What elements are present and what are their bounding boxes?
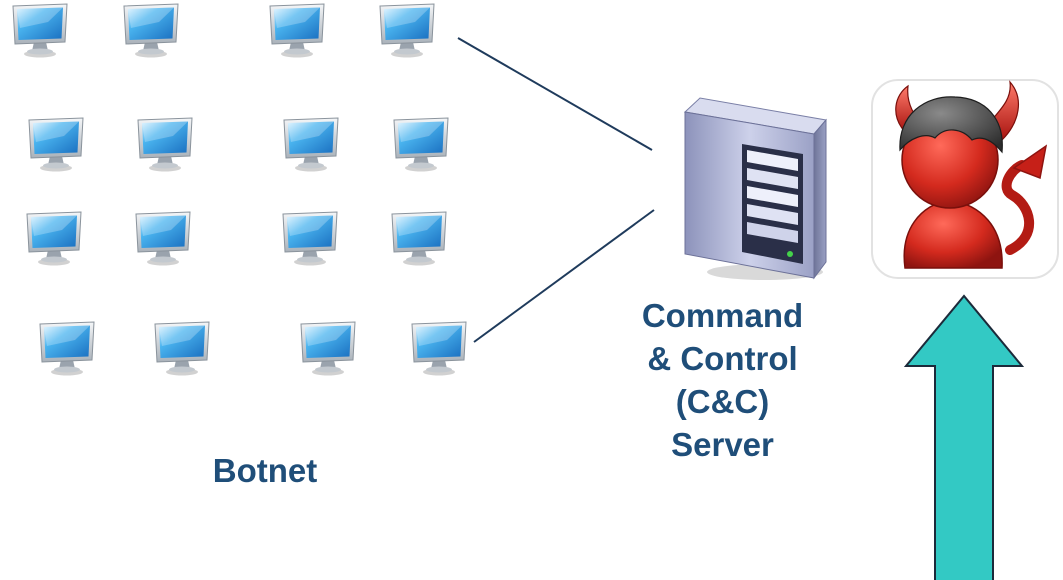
cc-server-label-line-1: Command	[641, 297, 804, 334]
up-arrow	[903, 294, 1025, 580]
connector-line-top	[457, 37, 653, 151]
computer-monitor-icon	[379, 3, 435, 58]
devil-attacker-icon	[871, 79, 1059, 279]
botnet-label: Botnet	[212, 452, 318, 489]
computer-monitor-icon	[26, 211, 82, 266]
computer-monitor-icon	[12, 3, 68, 58]
computer-monitor-icon	[282, 211, 338, 266]
connector-line-bottom	[473, 209, 655, 343]
computer-monitor-icon	[393, 117, 449, 172]
computer-monitor-icon	[137, 117, 193, 172]
computer-monitor-icon	[283, 117, 339, 172]
botnet-cluster	[12, 3, 467, 376]
cc-server-label-line-3: (C&C)	[675, 383, 770, 420]
computer-monitor-icon	[269, 3, 325, 58]
computer-monitor-icon	[154, 321, 210, 376]
computer-monitor-icon	[123, 3, 179, 58]
computer-monitor-icon	[391, 211, 447, 266]
cc-server-label: Command & Control (C&C) Server	[590, 294, 855, 466]
computer-monitor-icon	[39, 321, 95, 376]
computer-monitor-icon	[411, 321, 467, 376]
cc-server-label-line-2: & Control	[647, 340, 798, 377]
tower-server-icon	[683, 97, 827, 280]
cc-server-label-line-4: Server	[671, 426, 774, 463]
computer-monitor-icon	[300, 321, 356, 376]
computer-monitor-icon	[135, 211, 191, 266]
computer-monitor-icon	[28, 117, 84, 172]
